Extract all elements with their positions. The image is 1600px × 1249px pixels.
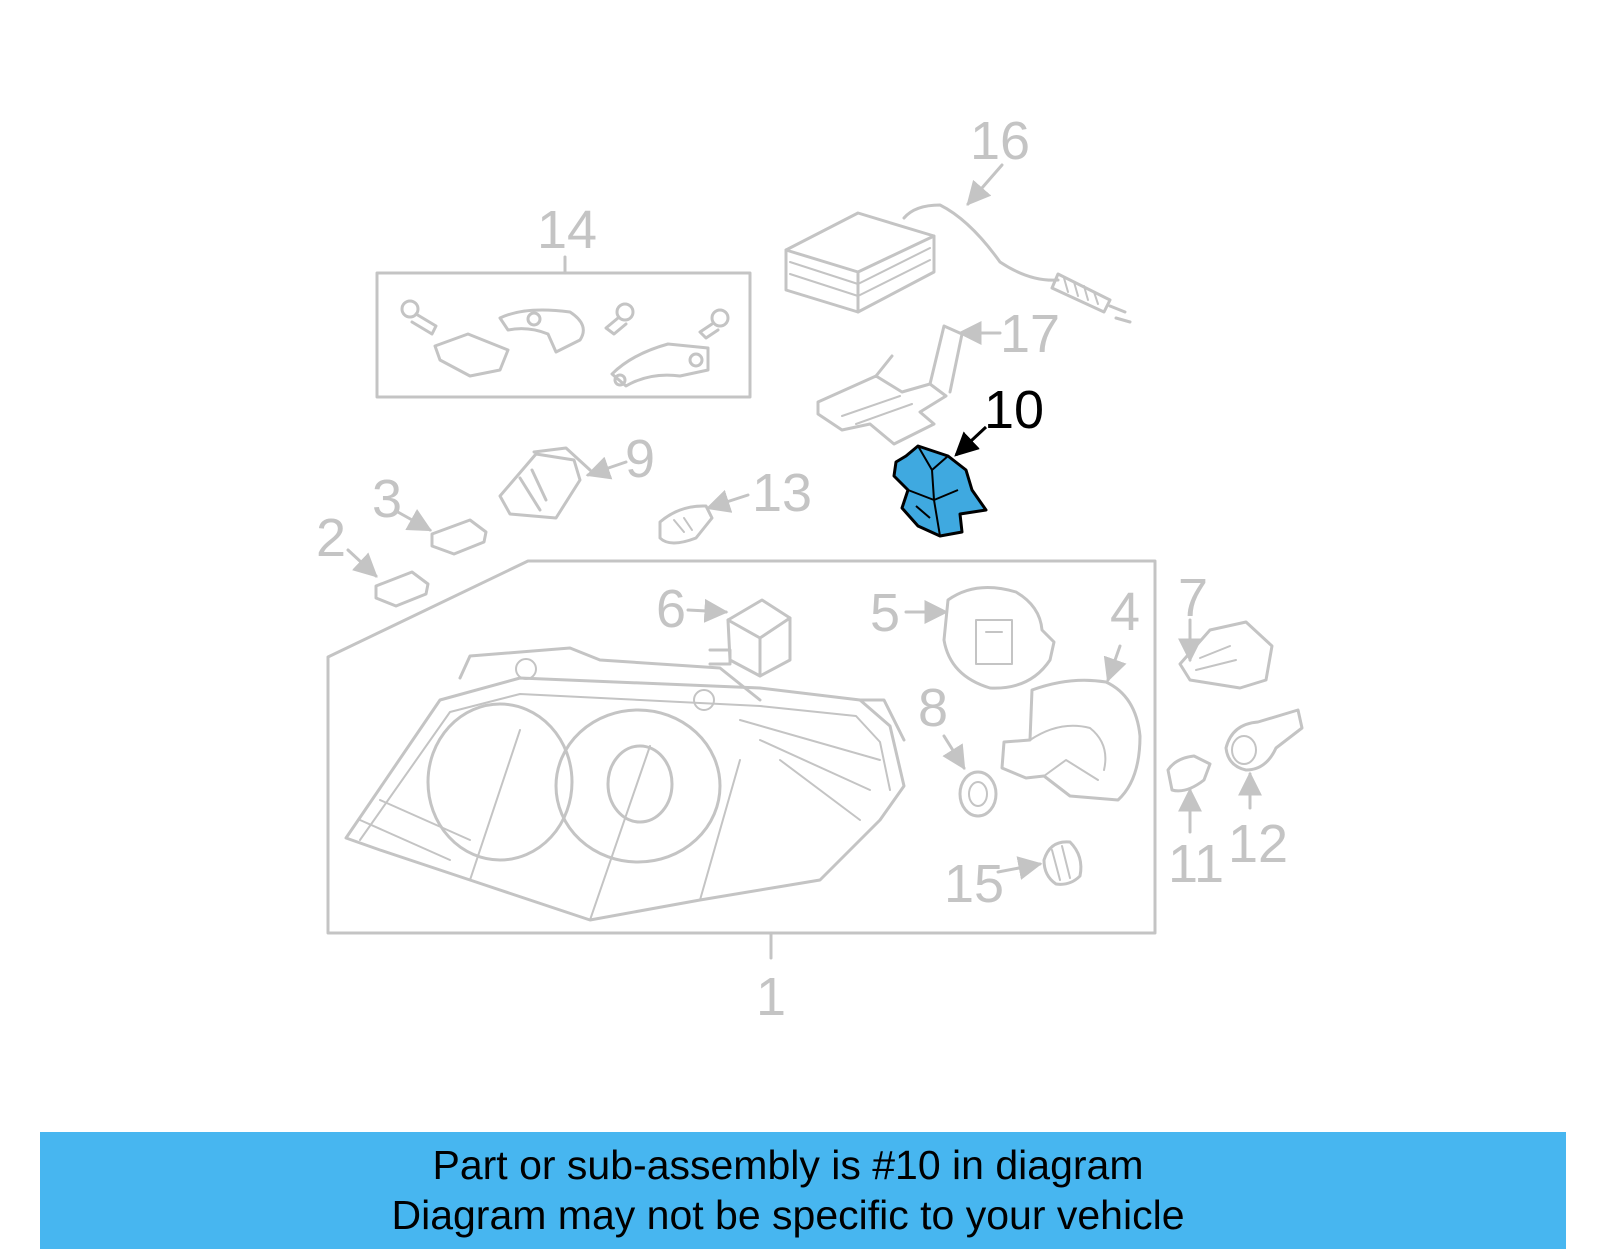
- callout-8: 8: [918, 678, 948, 738]
- part-13-bulb[interactable]: [658, 504, 714, 545]
- callout-5: 5: [870, 583, 900, 643]
- callout-10: 10: [984, 380, 1044, 440]
- callout-14: 14: [537, 200, 597, 260]
- callout-4: 4: [1110, 582, 1140, 642]
- part-16-ballast[interactable]: [784, 203, 1132, 324]
- info-banner: Part or sub-assembly is #10 in diagram D…: [40, 1132, 1566, 1249]
- part-3-clip[interactable]: [430, 518, 488, 556]
- callout-16: 16: [970, 111, 1030, 171]
- part-6-leveling-motor[interactable]: [708, 598, 792, 678]
- callout-12: 12: [1228, 814, 1288, 874]
- part-4-cover[interactable]: [1000, 678, 1142, 802]
- callout-17: 17: [1000, 304, 1060, 364]
- callout-15: 15: [944, 854, 1004, 914]
- part-10-highlighted[interactable]: [892, 444, 988, 538]
- part-17-bracket[interactable]: [816, 324, 964, 446]
- part-8-seal[interactable]: [958, 770, 998, 818]
- callout-2: 2: [316, 508, 346, 568]
- callout-11: 11: [1168, 834, 1224, 894]
- callout-3: 3: [372, 469, 402, 529]
- part-9-bulb[interactable]: [498, 446, 592, 520]
- callout-7: 7: [1178, 568, 1208, 628]
- part-15-socket[interactable]: [1042, 840, 1083, 886]
- part-12-socket[interactable]: [1224, 708, 1304, 772]
- banner-line-1: Part or sub-assembly is #10 in diagram: [432, 1142, 1144, 1188]
- part-5-cap[interactable]: [942, 586, 1056, 690]
- callout-1: 1: [756, 967, 786, 1027]
- part-11-bulb[interactable]: [1166, 754, 1212, 793]
- callout-9: 9: [625, 429, 655, 489]
- part-14-kit-contents: [400, 299, 730, 388]
- part-7-bulb[interactable]: [1178, 620, 1274, 690]
- callout-6: 6: [656, 579, 686, 639]
- headlamp-housing: [344, 646, 906, 922]
- part-1-assembly-box[interactable]: [326, 559, 1157, 935]
- banner-line-2: Diagram may not be specific to your vehi…: [391, 1192, 1185, 1238]
- callout-13: 13: [752, 463, 812, 523]
- part-2-clip[interactable]: [374, 570, 430, 608]
